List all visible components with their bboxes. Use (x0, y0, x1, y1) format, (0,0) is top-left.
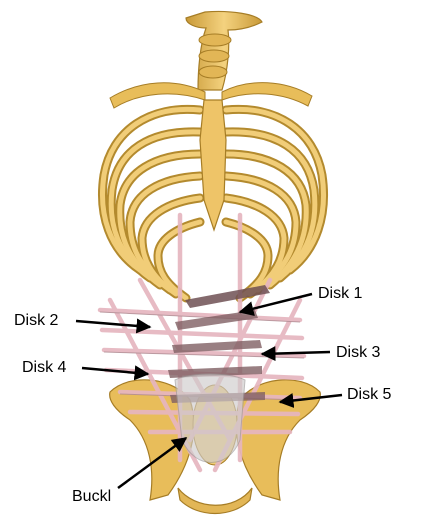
label-disk-1: Disk 1 (318, 285, 362, 303)
label-disk-3: Disk 3 (336, 344, 380, 362)
label-disk-5: Disk 5 (347, 386, 391, 404)
arrow-disk-2 (76, 321, 150, 327)
label-disk-2: Disk 2 (14, 312, 58, 330)
label-buckl: Buckl (72, 488, 111, 506)
sternum (200, 100, 226, 230)
cervical-spine (186, 11, 262, 90)
label-disk-4: Disk 4 (22, 359, 66, 377)
